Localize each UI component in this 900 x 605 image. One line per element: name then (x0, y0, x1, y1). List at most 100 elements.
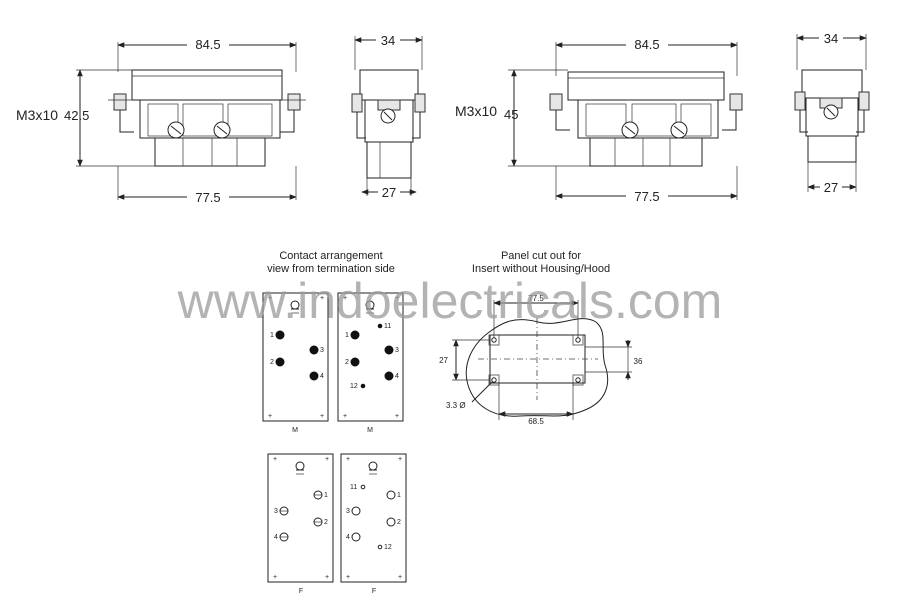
corner-plus-icon: + (343, 413, 347, 420)
corner-plus-icon: + (398, 456, 402, 463)
panel-hole-dia: 3.3 Ø (446, 401, 466, 410)
dim-height: 42.5 (64, 108, 89, 123)
corner-plus-icon: + (346, 574, 350, 581)
female-socket-1 (386, 490, 396, 500)
pin-label: 3 (346, 508, 350, 515)
hole-leader (471, 381, 493, 403)
earth-icon (365, 300, 375, 310)
male-tag-right: M (367, 427, 373, 434)
pin-label: 1 (270, 332, 274, 339)
female-socket-3 (351, 506, 361, 516)
female-socket-2 (386, 517, 396, 527)
male-pin-1 (275, 330, 285, 340)
contact-caption-line2: view from termination side (267, 263, 395, 275)
corner-plus-icon: + (325, 456, 329, 463)
panel-outline (465, 318, 609, 417)
hole-bl (491, 377, 497, 383)
female-arrangement-right: + + + + 1 2 3 4 11 12 (340, 453, 407, 583)
pin-label: 12 (384, 544, 392, 551)
housing-top (131, 69, 283, 101)
panel-caption-line2: Insert without Housing/Hood (472, 263, 610, 275)
female-arrangement-left: + + + + 1 2 3 4 (267, 453, 334, 583)
corner-plus-icon: + (320, 295, 324, 302)
pin-label: 1 (397, 492, 401, 499)
insert-contacts (154, 137, 266, 167)
corner-plus-icon: + (268, 413, 272, 420)
corner-plus-icon: + (325, 574, 329, 581)
hole-br (575, 377, 581, 383)
pin-label: 2 (397, 519, 401, 526)
female-side-view: 34 27 (794, 30, 870, 195)
male-pin-3 (384, 345, 394, 355)
panel-dim-bottom: 68.5 (528, 417, 544, 426)
dim-width-top: 84.5 (195, 37, 220, 52)
pin-label: 12 (350, 383, 358, 390)
screw-label: M3x10 (16, 107, 58, 123)
panel-cutout: 77.5 27 36 3.3 Ø 68.5 (439, 294, 643, 426)
male-front-view: 84.5 M3x10 42.5 77.5 (16, 36, 306, 205)
pin-label: 11 (350, 484, 357, 491)
corner-plus-icon: + (268, 295, 272, 302)
corner-plus-icon: + (346, 456, 350, 463)
pin-label: 3 (274, 508, 278, 515)
female-socket-4 (351, 532, 361, 542)
male-pin-2 (350, 357, 360, 367)
f-side-dim-top: 34 (824, 31, 838, 46)
pin-label: 3 (320, 347, 324, 354)
male-pin-4 (309, 371, 319, 381)
male-arrangement-left: + + + + 1 2 3 4 (262, 292, 329, 422)
panel-dim-left: 27 (439, 356, 448, 365)
panel-dim-right: 36 (634, 357, 643, 366)
male-side-view: 34 27 (351, 32, 426, 200)
earth-icon (368, 461, 378, 471)
pin-label: 4 (274, 534, 278, 541)
corner-plus-icon: + (395, 413, 399, 420)
dim-width-bottom: 77.5 (195, 190, 220, 205)
hole-tl (491, 337, 497, 343)
pin-label: 1 (345, 332, 349, 339)
female-tag-right: F (372, 588, 376, 595)
corner-plus-icon: + (343, 295, 347, 302)
male-pin-1 (350, 330, 360, 340)
earth-icon (290, 300, 300, 310)
f-side-dim-bottom: 27 (824, 180, 838, 195)
hole-tr (575, 337, 581, 343)
pin-label: 4 (320, 373, 324, 380)
watermark: www.indoelectricals.com (177, 273, 723, 329)
pin-label: 2 (270, 359, 274, 366)
f-dim-height: 45 (504, 107, 518, 122)
male-arrangement-right: + + + + 1 2 3 4 11 12 (337, 292, 404, 422)
side-dim-bottom: 27 (382, 185, 396, 200)
f-screw-label: M3x10 (455, 103, 497, 119)
f-dim-width-bottom: 77.5 (634, 189, 659, 204)
male-pin-2 (275, 357, 285, 367)
corner-plus-icon: + (273, 574, 277, 581)
f-dim-width-top: 84.5 (634, 37, 659, 52)
earth-icon (295, 461, 305, 471)
pin-label: 2 (345, 359, 349, 366)
female-tag-left: F (299, 588, 303, 595)
pin-label: 3 (395, 347, 399, 354)
male-pin-4 (384, 371, 394, 381)
corner-plus-icon: + (395, 295, 399, 302)
side-dim-top: 34 (381, 33, 395, 48)
corner-plus-icon: + (320, 413, 324, 420)
insert-body (139, 99, 281, 139)
female-aux-11 (360, 484, 366, 490)
panel-dim-top: 77.5 (528, 294, 544, 303)
contact-caption-line1: Contact arrangement (279, 250, 382, 262)
corner-plus-icon: + (398, 574, 402, 581)
panel-caption-line1: Panel cut out for (501, 250, 581, 262)
pin-label: 11 (384, 323, 391, 330)
pin-label: 4 (395, 373, 399, 380)
female-aux-12 (377, 544, 383, 550)
female-front-view: 84.5 M3x10 45 77.5 (455, 36, 743, 204)
male-aux-12 (360, 383, 366, 389)
male-pin-3 (309, 345, 319, 355)
male-aux-11 (377, 323, 383, 329)
pin-label: 4 (346, 534, 350, 541)
male-tag-left: M (292, 427, 298, 434)
pin-label: 2 (324, 519, 328, 526)
